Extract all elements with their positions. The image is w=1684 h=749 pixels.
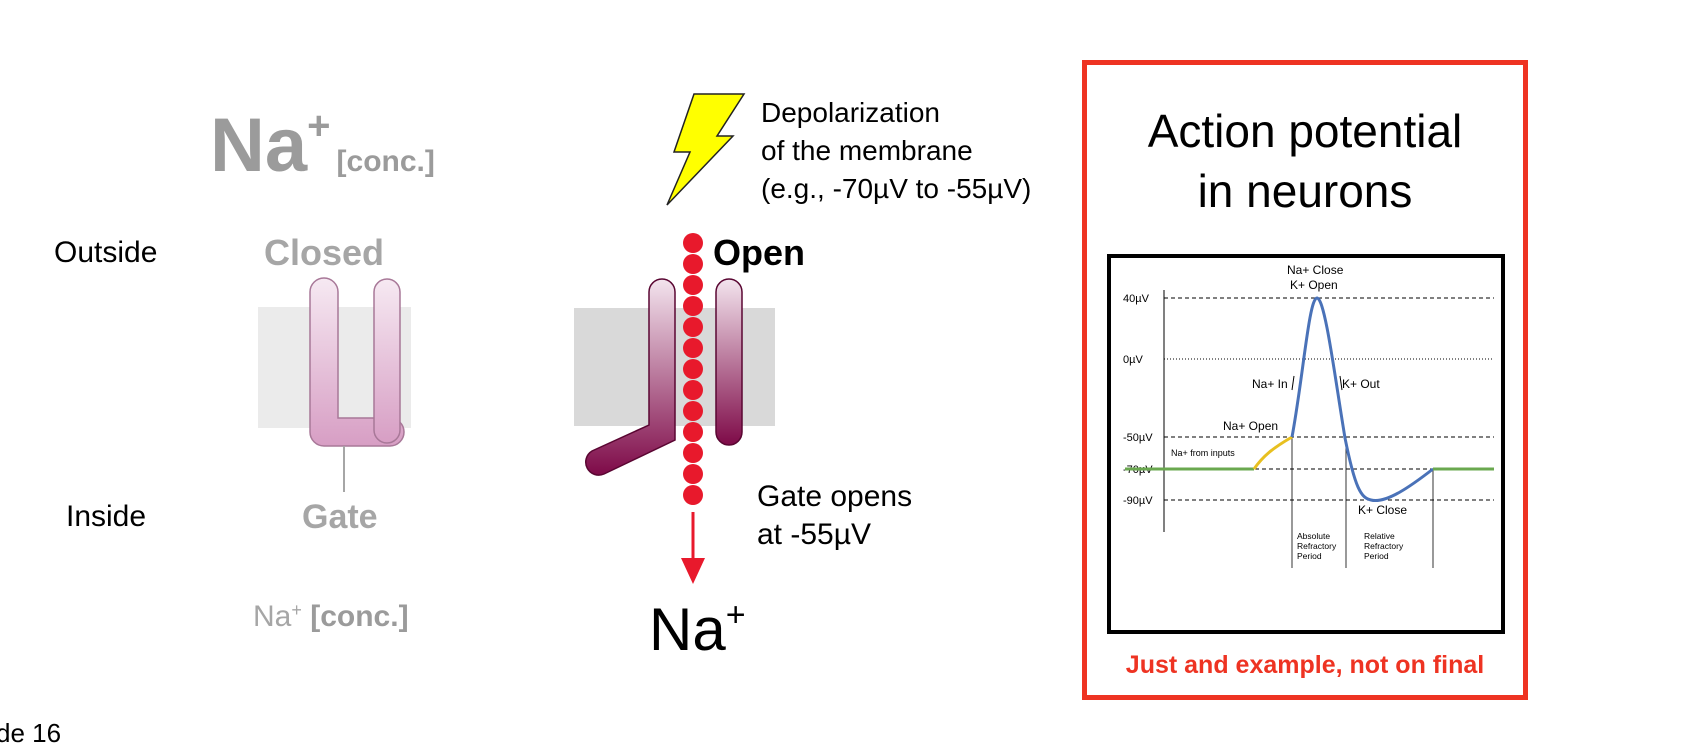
na-close-label: Na+ Close	[1287, 263, 1344, 277]
na-concentration-inside: Na+ [conc.]	[253, 600, 409, 633]
absolute-refractory-label: Absolute	[1297, 531, 1330, 541]
ion-dot	[683, 380, 703, 400]
action-potential-graph: 40µV 0µV -50µV -70µV -90µV Na+ Close K+ …	[1123, 263, 1494, 568]
action-potential-chart: 40µV 0µV -50µV -70µV -90µV Na+ Close K+ …	[1107, 254, 1505, 634]
ion-dot	[683, 401, 703, 421]
example-note: Just and example, not on final	[1125, 651, 1485, 679]
depolarization-caption: Depolarization of the membrane (e.g., -7…	[761, 97, 1032, 204]
ion-dot	[683, 359, 703, 379]
na-open-label: Na+ Open	[1223, 419, 1278, 433]
y-tick-label: 40µV	[1123, 293, 1150, 305]
absolute-refractory-line3: Period	[1297, 551, 1322, 561]
k-out-tick	[1339, 375, 1343, 391]
ion-dot	[683, 485, 703, 505]
k-out-label: K+ Out	[1342, 377, 1380, 391]
ion-dot	[683, 254, 703, 274]
relative-refractory-line2: Refractory	[1364, 541, 1404, 551]
ion-dot	[683, 338, 703, 358]
relative-refractory-line1: Relative	[1364, 531, 1395, 541]
k-open-label: K+ Open	[1290, 278, 1338, 292]
relative-refractory-line3: Period	[1364, 551, 1389, 561]
y-tick-label: -50µV	[1123, 432, 1153, 444]
k-close-label: K+ Close	[1358, 503, 1407, 517]
gate-label: Gate	[302, 498, 378, 536]
open-label: Open	[713, 232, 806, 273]
absolute-refractory-line2: Refractory	[1297, 541, 1337, 551]
lightning-bolt-icon	[666, 93, 746, 206]
ion-dot	[683, 443, 703, 463]
ion-dot	[683, 296, 703, 316]
outside-label: Outside	[54, 236, 158, 269]
influx-arrow-head	[681, 558, 705, 584]
inside-label: Inside	[66, 500, 147, 533]
ion-dot	[683, 233, 703, 253]
ion-dot	[683, 464, 703, 484]
ion-dot	[683, 275, 703, 295]
y-tick-label: 0µV	[1123, 354, 1143, 366]
gate-opens-caption: Gate opens at -55µV	[757, 480, 913, 551]
closed-label: Closed	[264, 232, 385, 273]
na-ion-label: Na+	[649, 596, 746, 663]
sodium-ions	[683, 233, 703, 505]
open-channel	[585, 278, 743, 476]
closed-channel	[309, 277, 405, 447]
na-in-tick	[1291, 375, 1295, 391]
na-from-inputs-label: Na+ from inputs	[1171, 448, 1235, 458]
na-concentration-outside: Na+[conc.]	[210, 103, 435, 188]
na-in-label: Na+ In	[1252, 377, 1288, 391]
ion-dot	[683, 317, 703, 337]
action-potential-panel: Action potential in neurons 40µV 0µV -50…	[1082, 60, 1528, 700]
trace-spike	[1290, 296, 1434, 503]
ion-dot	[683, 422, 703, 442]
trace-rising-inputs	[1252, 435, 1293, 470]
action-potential-title: Action potential in neurons	[1147, 105, 1463, 217]
slide-number: de 16	[0, 718, 62, 748]
y-tick-label: -90µV	[1123, 495, 1153, 507]
